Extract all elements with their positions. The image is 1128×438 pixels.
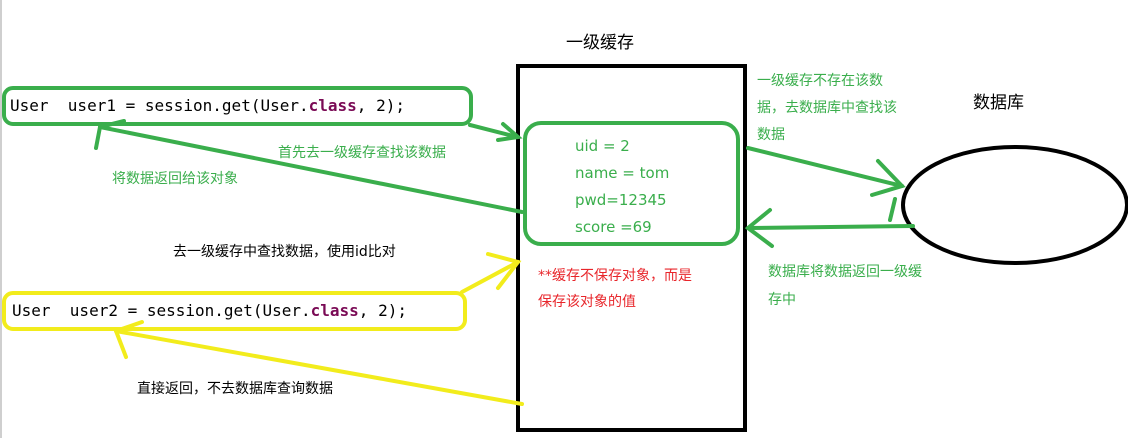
arrow-db-return bbox=[746, 224, 915, 230]
arrow-query-cache-2 bbox=[460, 260, 520, 294]
arrow-query-cache bbox=[468, 123, 519, 139]
arrow-to-database bbox=[746, 146, 904, 188]
code2-highlight bbox=[2, 291, 467, 331]
cache-entry-name: name = tom bbox=[575, 164, 670, 182]
code-line-2: User user2 = session.get(User.class, 2); bbox=[12, 301, 407, 320]
label-first-query: 首先去一级缓存查找该数据 bbox=[278, 145, 446, 161]
label-cache-note: **缓存不保存对象，而是 保存该对象的值 bbox=[538, 268, 692, 310]
arrow-return-object bbox=[98, 125, 524, 214]
arrow-return-object-head bbox=[94, 119, 126, 150]
label-direct-return: 直接返回，不去数据库查询数据 bbox=[137, 381, 333, 397]
cache-entry-score: score =69 bbox=[575, 218, 652, 236]
cache-title: 一级缓存 bbox=[566, 33, 634, 53]
arrow-direct-return-head bbox=[113, 320, 144, 359]
arrow-query-cache-head bbox=[496, 122, 523, 142]
label-second-query: 去一级缓存中查找数据，使用id比对 bbox=[173, 244, 396, 260]
database-ellipse bbox=[901, 145, 1128, 265]
database-label: 数据库 bbox=[973, 93, 1024, 113]
cache-entries: uid = 2 name = tom pwd=12345 score =69 bbox=[575, 133, 669, 241]
arrow-direct-return bbox=[114, 329, 524, 406]
label-not-in-cache: 一级缓存不存在该数 据，去数据库中查找该 数据 bbox=[757, 73, 897, 143]
code1-highlight bbox=[2, 86, 473, 126]
cache-box bbox=[516, 64, 747, 432]
arrow-db-return-tick bbox=[888, 197, 897, 222]
label-db-return: 数据库将数据返回一级缓 存中 bbox=[768, 264, 922, 308]
cache-entries-highlight bbox=[523, 121, 740, 246]
arrow-db-return-head bbox=[744, 208, 774, 248]
cache-entry-uid: uid = 2 bbox=[575, 137, 630, 155]
code-line-1: User user1 = session.get(User.class, 2); bbox=[10, 96, 405, 115]
cache-entry-pwd: pwd=12345 bbox=[575, 191, 667, 209]
arrow-to-database-head bbox=[870, 159, 906, 197]
label-return-object: 将数据返回给该对象 bbox=[112, 171, 238, 187]
arrow-query-cache-2-head bbox=[486, 252, 522, 290]
